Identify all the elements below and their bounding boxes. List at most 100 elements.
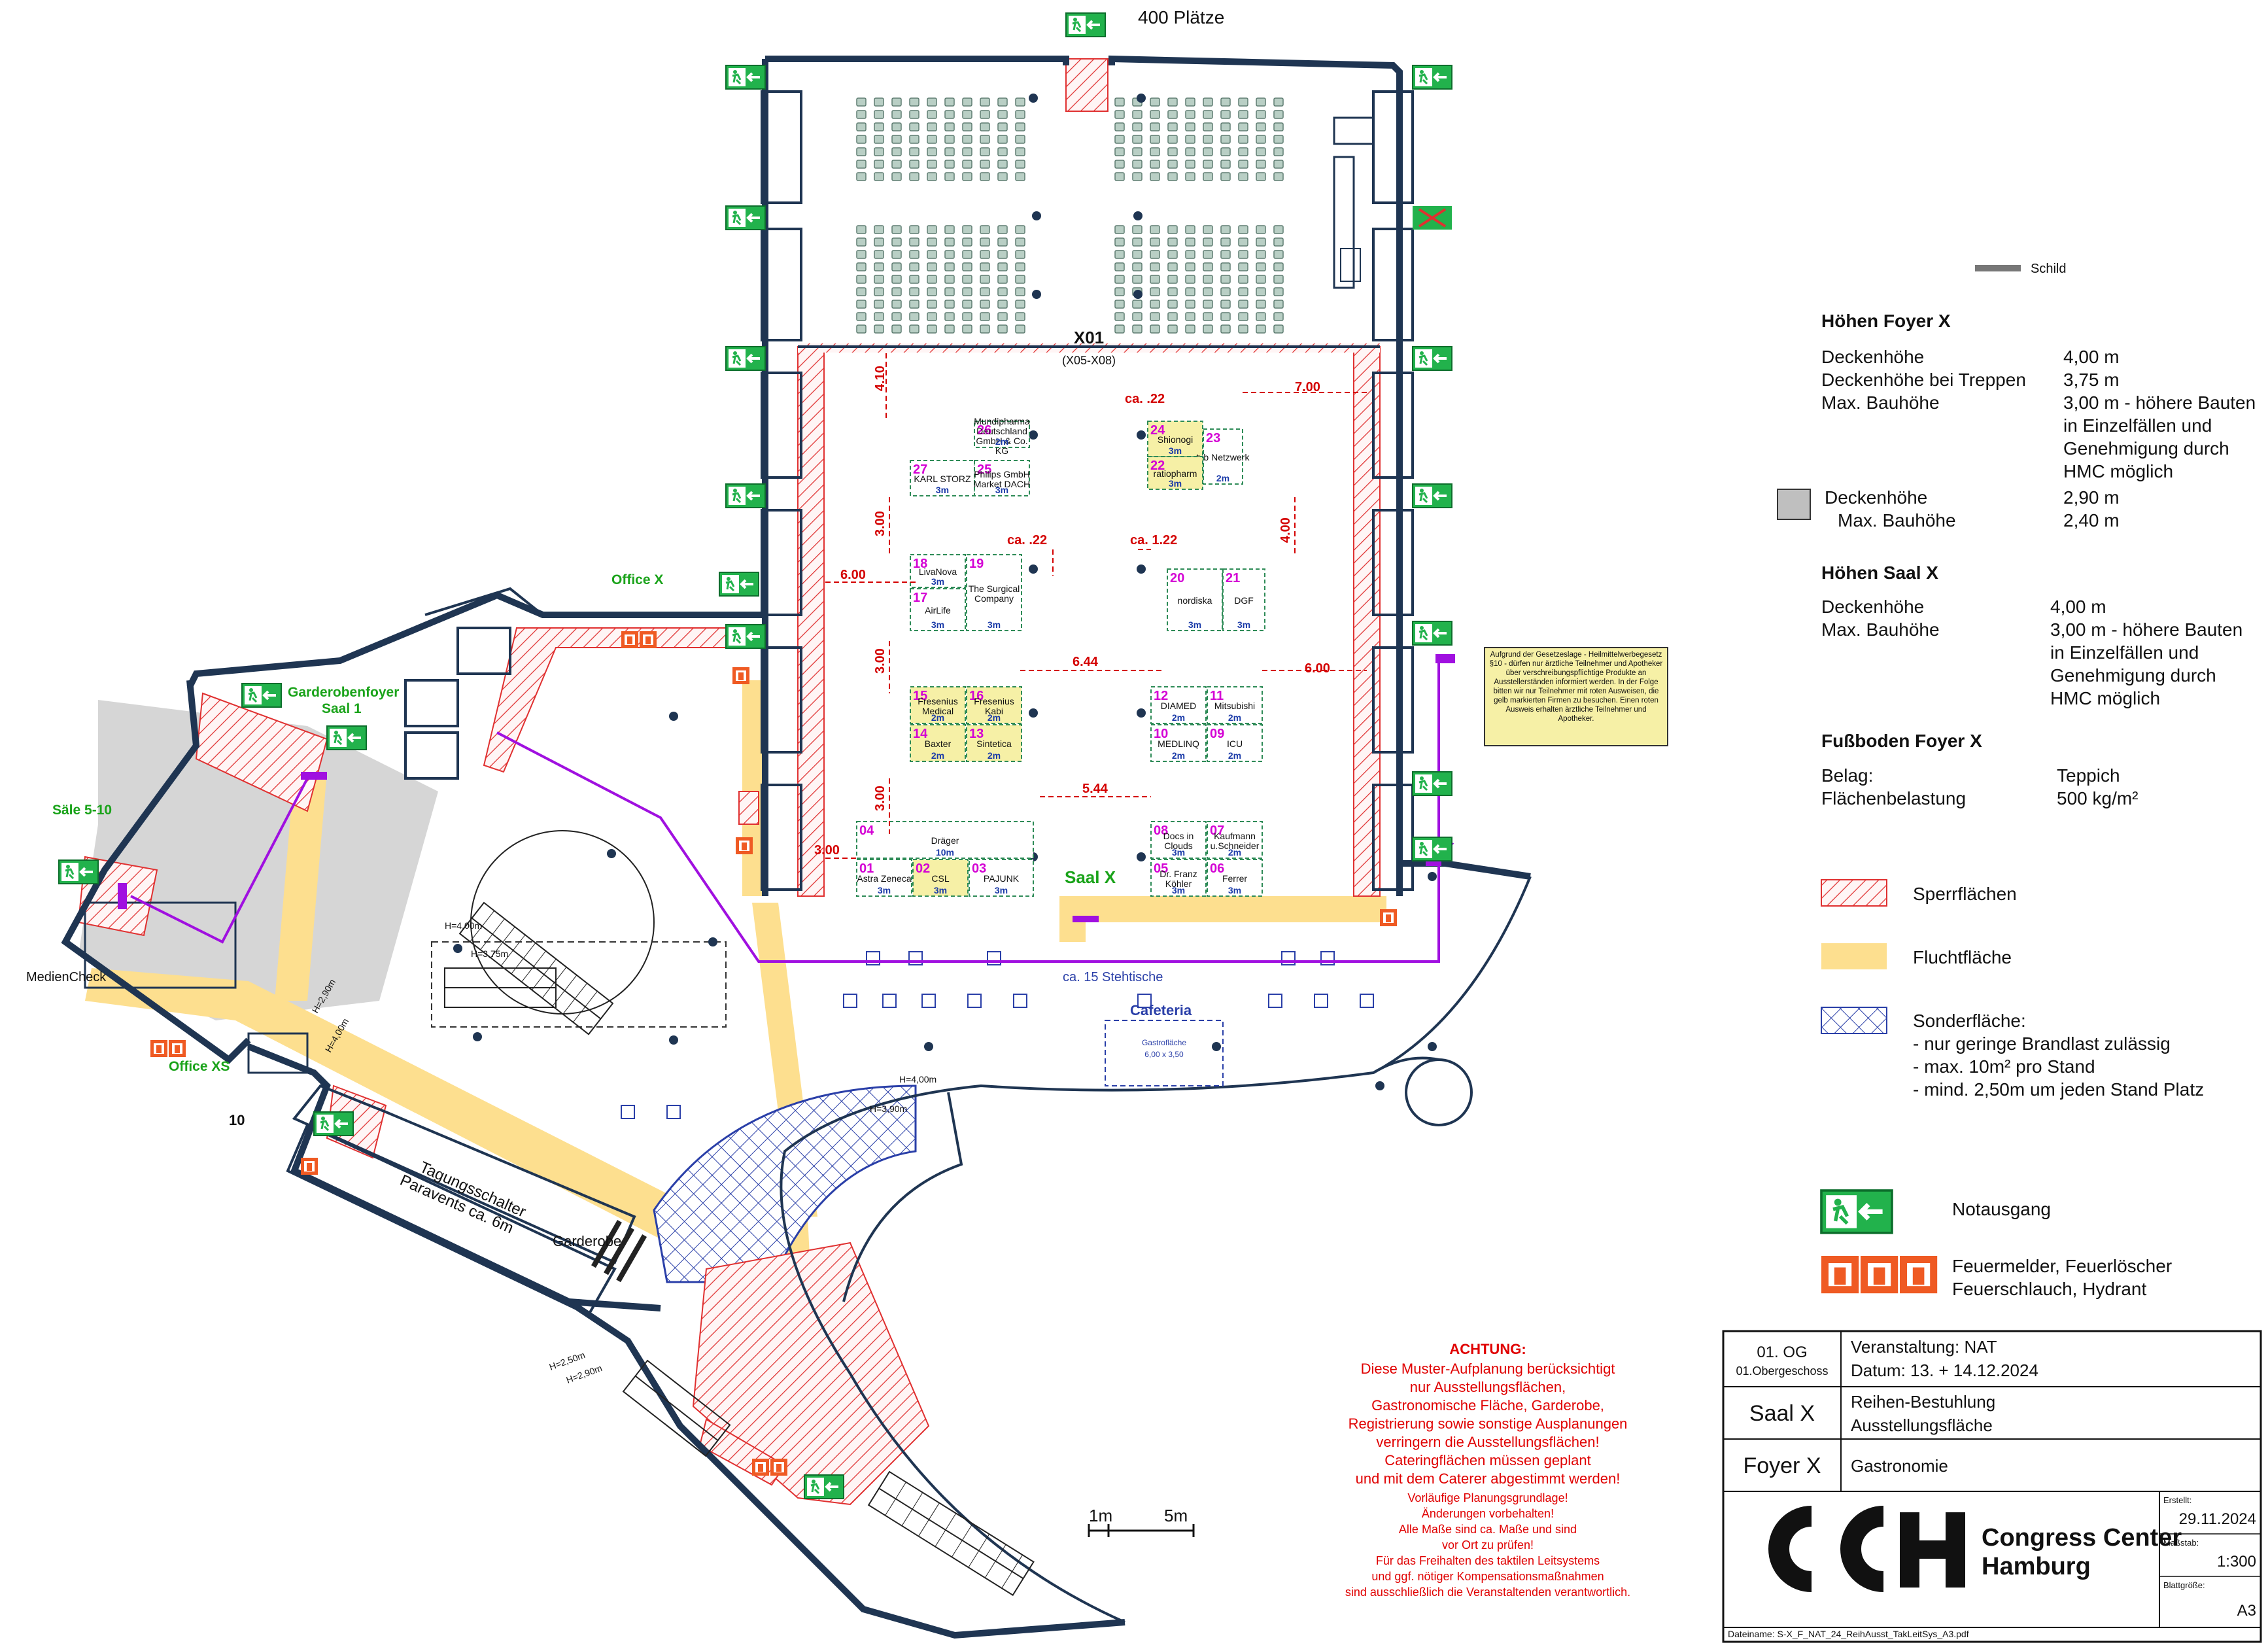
svg-text:Diese Muster-Aufplanung berück: Diese Muster-Aufplanung berücksichtigt	[1361, 1361, 1615, 1377]
svg-text:H=4,00m: H=4,00m	[899, 1074, 936, 1085]
garderobenfoyer-label: Garderobenfoyer	[288, 685, 399, 700]
seat	[1256, 122, 1266, 131]
seat	[1256, 97, 1266, 107]
seat	[1132, 312, 1143, 321]
seat	[1256, 237, 1266, 247]
event-label: Veranstaltung: NAT	[1851, 1337, 1997, 1357]
sonder-label: Sonderfläche:	[1913, 1011, 2026, 1031]
seat	[980, 262, 990, 271]
seat	[891, 225, 902, 234]
seat	[874, 237, 884, 247]
seat	[980, 135, 990, 144]
booth-outline	[966, 724, 1022, 762]
special-area	[653, 1085, 917, 1283]
dim-label: 6.00	[840, 568, 866, 582]
booth-number: 24	[1150, 423, 1165, 438]
seat	[1220, 172, 1231, 181]
seat	[997, 135, 1008, 144]
seat	[1185, 300, 1195, 309]
booth-number: 19	[969, 557, 984, 571]
entrance-sub: (X05-X08)	[1062, 354, 1116, 367]
booth-size: 3m	[1237, 619, 1250, 630]
seat	[1220, 275, 1231, 284]
seat	[1132, 262, 1143, 271]
booth-size: 3m	[936, 485, 949, 495]
floor-row-label: Flächenbelastung	[1821, 788, 1966, 808]
seat	[927, 147, 937, 156]
seat	[1167, 300, 1178, 309]
seat	[927, 237, 937, 247]
seat	[927, 110, 937, 119]
seat	[874, 275, 884, 284]
booth-number: 07	[1210, 824, 1224, 838]
seat	[1150, 312, 1160, 321]
saele-label: Säle 5-10	[52, 803, 112, 818]
seat	[1150, 262, 1160, 271]
seat	[980, 312, 990, 321]
seat	[1015, 312, 1025, 321]
seat	[1238, 97, 1248, 107]
seat	[1203, 287, 1213, 296]
seat	[962, 300, 972, 309]
seat	[1220, 160, 1231, 169]
booth-size: 3m	[1172, 885, 1185, 895]
booth-outline	[910, 724, 966, 762]
foyer-row-value: 4,00 m	[2063, 347, 2120, 367]
booth-size: 2m	[1172, 750, 1185, 761]
seat	[1238, 237, 1248, 247]
seat	[874, 300, 884, 309]
sonder-item: - nur geringe Brandlast zulässig	[1913, 1033, 2171, 1054]
dim-label: 7.00	[1295, 380, 1320, 394]
tactile-guide-path	[496, 661, 1440, 963]
seat	[874, 135, 884, 144]
standing-tables	[621, 951, 1374, 1119]
seat	[1132, 300, 1143, 309]
booth-size: 3m	[1188, 619, 1201, 630]
exit-sign-icon	[1821, 1190, 1892, 1233]
date-label: Datum: 13. + 14.12.2024	[1851, 1361, 2038, 1380]
booth-outline	[856, 859, 912, 897]
seat	[1132, 110, 1143, 119]
seat	[1238, 262, 1248, 271]
foyer-row-value: 3,00 m - höhere Bauten	[2063, 392, 2256, 413]
seat	[1114, 300, 1125, 309]
booth-outline	[1150, 686, 1207, 724]
seat	[1185, 225, 1195, 234]
seat	[1114, 262, 1125, 271]
seat	[856, 160, 867, 169]
seat	[1114, 287, 1125, 296]
booth-company: ICU	[1227, 738, 1243, 749]
seat	[944, 300, 955, 309]
blatt-label: Blattgröße:	[2163, 1580, 2205, 1590]
booth-size: 3m	[931, 619, 944, 630]
seat	[1256, 300, 1266, 309]
seat	[1185, 287, 1195, 296]
svg-text:Änderungen vorbehalten!: Änderungen vorbehalten!	[1422, 1507, 1554, 1520]
hall-name: Saal X	[1065, 867, 1116, 887]
seat	[1273, 324, 1284, 334]
seat	[1273, 225, 1284, 234]
seat	[1167, 312, 1178, 321]
seat	[927, 312, 937, 321]
booth-number: 01	[859, 861, 874, 876]
seat	[927, 262, 937, 271]
foyer-row-label: Max. Bauhöhe	[1821, 392, 1940, 413]
svg-text:Für das Freihalten des taktile: Für das Freihalten des taktilen Leitsyst…	[1376, 1554, 1600, 1567]
seat	[891, 275, 902, 284]
seat	[962, 250, 972, 259]
title-block: 01. OG 01.Obergeschoss Veranstaltung: NA…	[1722, 1330, 2262, 1643]
seat	[874, 172, 884, 181]
booth-outline	[910, 554, 966, 588]
seat	[1150, 287, 1160, 296]
seat	[1273, 147, 1284, 156]
seat	[927, 300, 937, 309]
seat	[1220, 97, 1231, 107]
foyer-heading: Höhen Foyer X	[1821, 311, 1951, 331]
seat	[1167, 122, 1178, 131]
